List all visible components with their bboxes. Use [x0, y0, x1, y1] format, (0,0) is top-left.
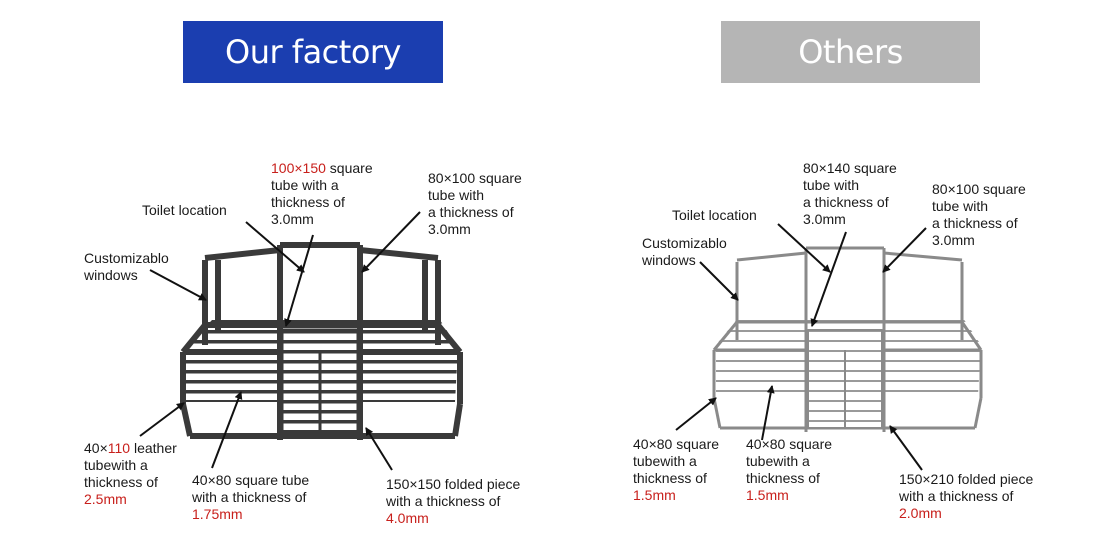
others-tube-b-label: 40×80 square tubewith a thickness of 1.5…	[746, 436, 833, 503]
others-tube-a-label: 40×80 square tubewith a thickness of 1.5…	[633, 436, 720, 503]
our-toilet-label: Toilet location	[142, 202, 227, 218]
others-header: Others	[721, 21, 980, 83]
our-leather-tube-label: 40×110 leather tubewith a thickness of 2…	[84, 440, 177, 507]
our-right-tube-label: 80×100 square tube with a thickness of 3…	[428, 170, 522, 237]
others-right-tube-label: 80×100 square tube with a thickness of 3…	[932, 181, 1026, 248]
our-top-tube-label: 100×150 square tube with a thickness of …	[271, 160, 373, 227]
others-frame-drawing	[712, 246, 983, 432]
our-factory-header: Our factory	[183, 21, 443, 83]
our-folded-piece-label: 150×150 folded piece with a thickness of…	[386, 476, 521, 526]
our-frame-drawing	[180, 242, 463, 440]
our-arrows	[139, 211, 421, 471]
others-folded-piece-label: 150×210 folded piece with a thickness of…	[899, 471, 1034, 521]
others-arrows	[675, 223, 927, 471]
others-toilet-label: Toilet location	[672, 207, 757, 223]
others-top-tube-label: 80×140 square tube with a thickness of 3…	[803, 160, 897, 227]
our-square-tube-label: 40×80 square tube with a thickness of 1.…	[192, 472, 310, 522]
